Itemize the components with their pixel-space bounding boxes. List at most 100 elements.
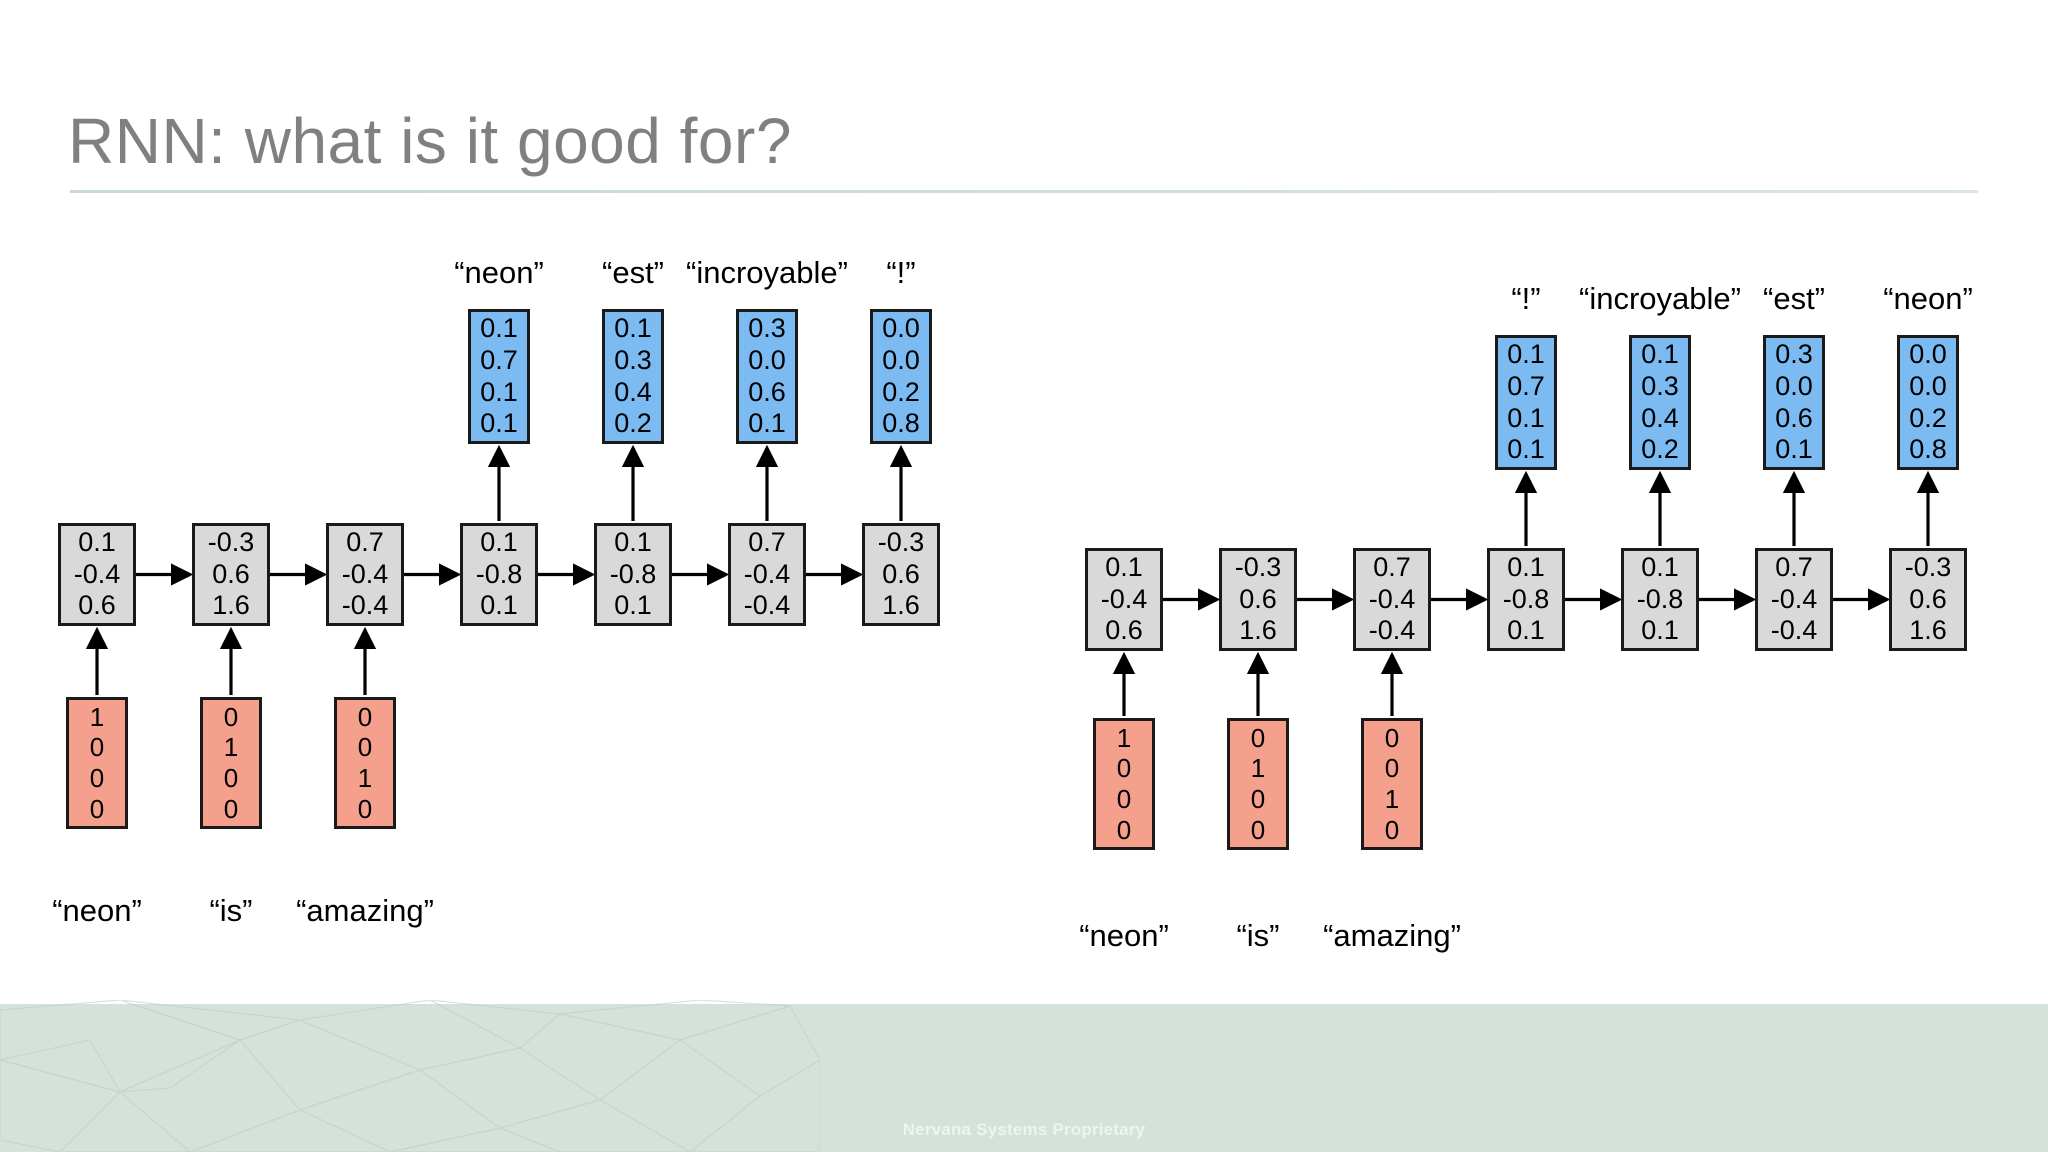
vector-value: 0.2 bbox=[882, 376, 920, 407]
vector-value: 1.6 bbox=[1909, 615, 1947, 646]
output-word-label-3: “incroyable” bbox=[686, 255, 848, 290]
vector-value: 0.0 bbox=[1909, 370, 1947, 401]
vector-value: 0.6 bbox=[1909, 583, 1947, 614]
vector-value: 0.1 bbox=[1507, 434, 1545, 465]
vector-value: 0 bbox=[89, 732, 105, 763]
vector-value: 0 bbox=[89, 763, 105, 793]
hidden-state-box-6: 0.7-0.4-0.4 bbox=[1755, 548, 1833, 651]
vector-value: 0.1 bbox=[1641, 615, 1679, 646]
vector-value: -0.3 bbox=[877, 526, 925, 557]
vector-value: 0.7 bbox=[1373, 551, 1411, 582]
vector-value: -0.4 bbox=[743, 590, 791, 621]
vector-value: 0.2 bbox=[1909, 402, 1947, 433]
vector-value: -0.4 bbox=[341, 590, 389, 621]
vector-value: 0 bbox=[1384, 722, 1400, 753]
input-word-label-1: “neon” bbox=[52, 893, 142, 928]
vector-value: -0.8 bbox=[609, 558, 657, 589]
vector-value: 1 bbox=[1384, 784, 1400, 814]
vector-value: 0 bbox=[1116, 784, 1132, 814]
vector-value: -0.4 bbox=[1368, 583, 1416, 614]
vector-value: 0.1 bbox=[1775, 434, 1813, 465]
vector-value: 0.4 bbox=[1641, 402, 1679, 433]
vector-value: 0 bbox=[1250, 814, 1266, 845]
vector-value: 0 bbox=[357, 701, 373, 732]
vector-value: 0.0 bbox=[1775, 370, 1813, 401]
vector-value: 0.0 bbox=[748, 344, 786, 375]
vector-value: 0.1 bbox=[1507, 615, 1545, 646]
vector-value: 0.8 bbox=[882, 408, 920, 439]
vector-value: 0.0 bbox=[882, 344, 920, 375]
vector-value: 0.1 bbox=[1507, 402, 1545, 433]
vector-value: 0.3 bbox=[748, 312, 786, 343]
vector-value: 0 bbox=[223, 763, 239, 793]
vector-value: 0.1 bbox=[1641, 338, 1679, 369]
vector-value: -0.3 bbox=[1234, 551, 1282, 582]
vector-value: 0.6 bbox=[1775, 402, 1813, 433]
vector-value: 0.7 bbox=[480, 344, 518, 375]
output-word-label-2: “est” bbox=[602, 255, 664, 290]
vector-value: 0 bbox=[1250, 784, 1266, 814]
vector-value: -0.4 bbox=[341, 558, 389, 589]
vector-value: -0.4 bbox=[1770, 615, 1818, 646]
vector-value: 0.3 bbox=[1641, 370, 1679, 401]
vector-value: 1 bbox=[223, 732, 239, 763]
page-title: RNN: what is it good for? bbox=[68, 105, 792, 177]
vector-value: 0.0 bbox=[1909, 338, 1947, 369]
vector-value: 1 bbox=[1250, 753, 1266, 784]
footer-top-divider bbox=[0, 1000, 2048, 1004]
output-word-label-3: “est” bbox=[1763, 281, 1825, 316]
vector-value: 1.6 bbox=[1239, 615, 1277, 646]
vector-value: 0.8 bbox=[1909, 434, 1947, 465]
vector-value: 0 bbox=[1116, 814, 1132, 845]
output-word-label-2: “incroyable” bbox=[1579, 281, 1741, 316]
vector-value: -0.8 bbox=[1502, 583, 1550, 614]
vector-value: 0 bbox=[1250, 722, 1266, 753]
vector-value: -0.4 bbox=[1770, 583, 1818, 614]
vector-value: 0.7 bbox=[1775, 551, 1813, 582]
vector-value: 0 bbox=[89, 793, 105, 824]
output-word-label-4: “neon” bbox=[1883, 281, 1973, 316]
vector-value: -0.3 bbox=[207, 526, 255, 557]
vector-value: 0.1 bbox=[480, 526, 518, 557]
vector-value: 0.1 bbox=[614, 590, 652, 621]
vector-value: 0.1 bbox=[748, 408, 786, 439]
hidden-state-box-3: 0.7-0.4-0.4 bbox=[1353, 548, 1431, 651]
input-word-label-3: “amazing” bbox=[1323, 918, 1461, 953]
input-word-label-1: “neon” bbox=[1079, 918, 1169, 953]
vector-value: 0.3 bbox=[1775, 338, 1813, 369]
vector-value: 0.6 bbox=[212, 558, 250, 589]
vector-value: 0.4 bbox=[614, 376, 652, 407]
input-word-label-2: “is” bbox=[209, 893, 253, 928]
vector-value: 0.7 bbox=[346, 526, 384, 557]
vector-value: 0.0 bbox=[882, 312, 920, 343]
vector-value: -0.3 bbox=[1904, 551, 1952, 582]
vector-value: 1.6 bbox=[882, 590, 920, 621]
vector-value: -0.8 bbox=[475, 558, 523, 589]
vector-value: 0.6 bbox=[1239, 583, 1277, 614]
hidden-state-box-6: 0.7-0.4-0.4 bbox=[728, 523, 806, 626]
vector-value: 1 bbox=[89, 701, 105, 732]
vector-value: 0.1 bbox=[1507, 551, 1545, 582]
vector-value: 0.1 bbox=[1105, 551, 1143, 582]
vector-value: 0 bbox=[223, 793, 239, 824]
vector-value: -0.4 bbox=[1368, 615, 1416, 646]
vector-value: 0.3 bbox=[614, 344, 652, 375]
